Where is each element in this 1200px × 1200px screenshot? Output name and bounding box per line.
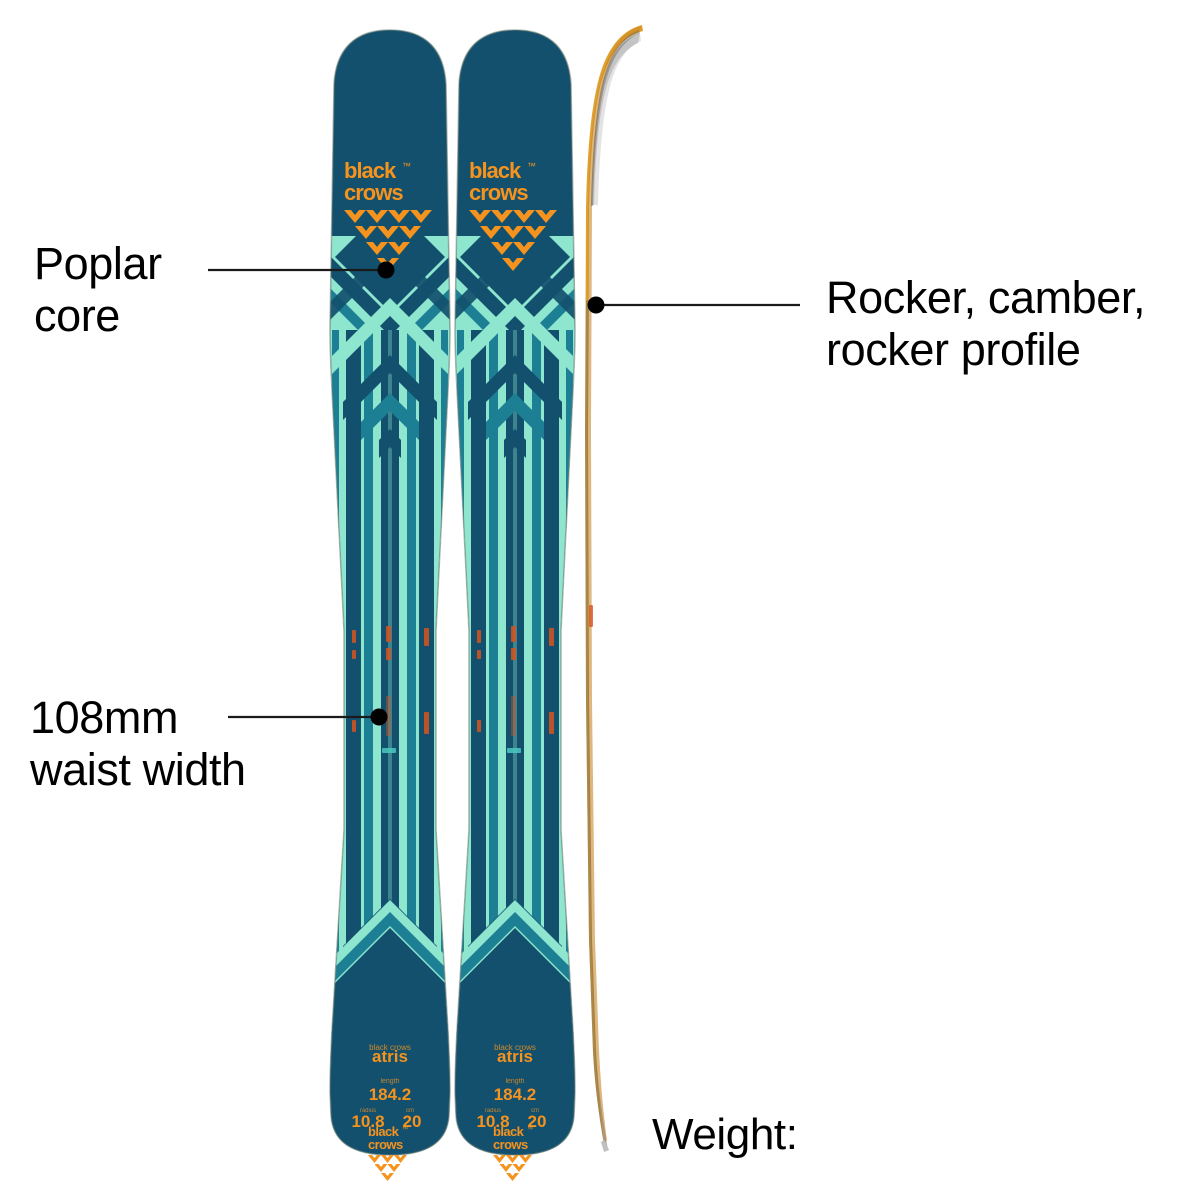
ski-topsheet-right: black crows atris length 184.2 radius cm…: [445, 20, 585, 1181]
svg-text:radius: radius: [485, 1108, 501, 1114]
svg-text:atris: atris: [497, 1047, 533, 1066]
svg-text:cm: cm: [406, 1108, 414, 1114]
leader-poplar-core: [208, 261, 395, 279]
sidewall-marking: [589, 605, 593, 627]
svg-text:black crows: black crows: [369, 1043, 411, 1052]
callout-rocker-profile: Rocker, camber, rocker profile: [826, 272, 1146, 376]
svg-text:radius: radius: [360, 1108, 376, 1114]
leader-waist-width: [228, 708, 388, 726]
weight-label: Weight:: [652, 1109, 798, 1159]
callout-poplar-core: Poplar core: [34, 238, 162, 342]
callout-weight: Weight: [pair,184cm] 8lb 13.1oz: [652, 1056, 1192, 1200]
svg-text:black crows: black crows: [494, 1043, 536, 1052]
ski-topsheet-left: black crows atris length 184.2 radius cm…: [320, 20, 460, 1181]
tail-spec-text-right: black crows atris length 184.2 radius cm…: [476, 1043, 546, 1131]
svg-text:length: length: [380, 1078, 399, 1085]
ski-side-profile: [585, 25, 643, 1152]
svg-text:184.2: 184.2: [369, 1085, 412, 1104]
leader-rocker-profile: [587, 296, 800, 314]
svg-text:length: length: [505, 1078, 524, 1085]
callout-waist-width: 108mm waist width: [30, 692, 246, 796]
svg-text:atris: atris: [372, 1047, 408, 1066]
svg-text:184.2: 184.2: [494, 1085, 537, 1104]
svg-text:cm: cm: [531, 1108, 539, 1114]
